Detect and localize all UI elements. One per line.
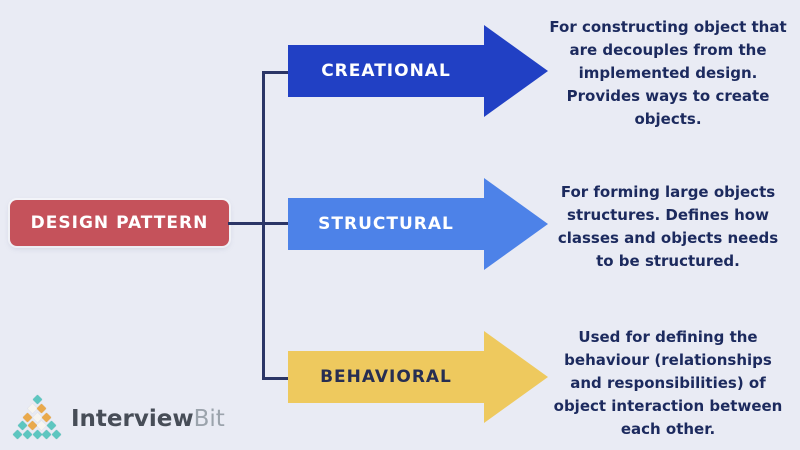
logo-diamond <box>22 429 33 440</box>
structural-description: For forming large objects structures. De… <box>557 183 779 270</box>
logo-diamond <box>41 429 52 440</box>
logo-text-secondary: Bit <box>193 406 225 432</box>
behavioral-arrow-label: BEHAVIORAL <box>320 367 452 387</box>
creational-description: For constructing object that are decoupl… <box>549 18 787 128</box>
connector-root-to-trunk <box>228 222 290 225</box>
interviewbit-wordmark: InterviewBit <box>71 396 225 442</box>
connector-to-behavioral <box>262 377 290 380</box>
logo-diamond <box>27 420 38 431</box>
logo-diamond <box>36 403 47 414</box>
structural-arrow-label: STRUCTURAL <box>318 214 454 234</box>
behavioral-arrow: BEHAVIORAL <box>288 331 548 423</box>
interviewbit-mark-icon <box>12 394 63 442</box>
interviewbit-logo: InterviewBit <box>12 394 225 442</box>
logo-text-primary: Interview <box>71 406 194 432</box>
connector-to-creational <box>262 71 290 74</box>
behavioral-description: Used for defining the behaviour (relatio… <box>553 328 783 438</box>
structural-arrow: STRUCTURAL <box>288 178 548 270</box>
connector-trunk-vertical <box>262 71 265 380</box>
logo-diamond <box>32 429 42 440</box>
creational-arrow: CREATIONAL <box>288 25 548 117</box>
creational-arrow-label: CREATIONAL <box>321 61 451 81</box>
logo-diamond <box>51 429 62 440</box>
root-node-design-pattern: DESIGN PATTERN <box>10 200 229 246</box>
root-node-label: DESIGN PATTERN <box>30 213 209 233</box>
logo-diamond <box>12 429 23 440</box>
